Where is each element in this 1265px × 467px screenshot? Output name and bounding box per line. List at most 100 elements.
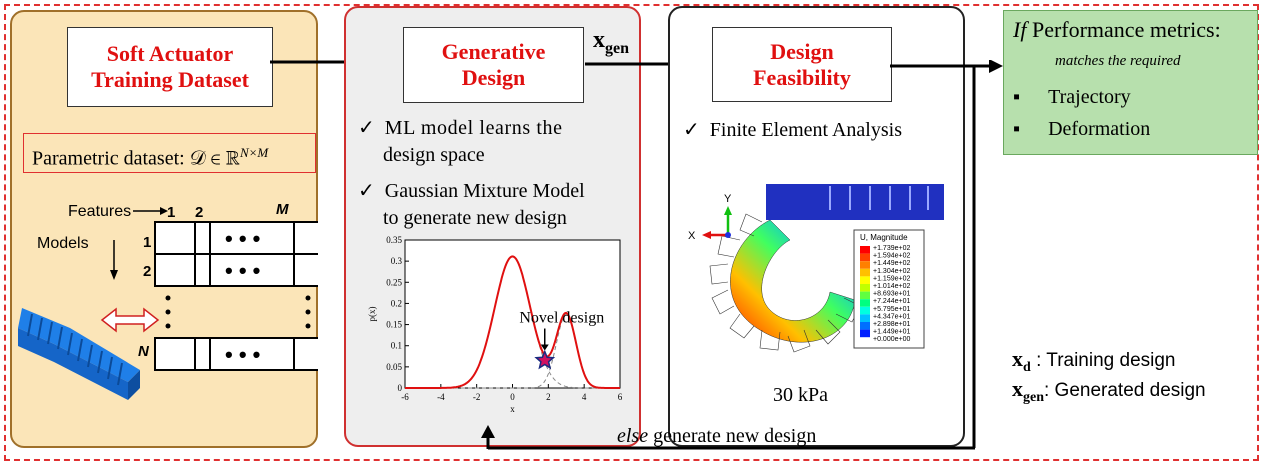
- bullet2-line1: Gaussian Mixture Model: [384, 180, 585, 202]
- legend-value: +1.449e+01: [873, 329, 910, 336]
- legend-swatch: [860, 314, 870, 322]
- generative-title-box[interactable]: Generative Design: [403, 27, 584, 103]
- feedback-else: else: [617, 425, 649, 447]
- legend-value: +1.014e+02: [873, 283, 910, 290]
- feature-col-M: M: [276, 201, 289, 218]
- xgen-label: xgen: [593, 27, 629, 58]
- y-tick-label: 0.2: [391, 298, 402, 308]
- x-tick-label: -4: [437, 392, 445, 402]
- y-tick-label: 0.25: [386, 277, 402, 287]
- matrix-dots-row2: • • •: [225, 258, 260, 283]
- legend-xd: xd : Training design: [1012, 346, 1176, 376]
- matrix-grid: [154, 221, 318, 371]
- legend-xgen-text: : Generated design: [1044, 380, 1206, 401]
- bullet-icon: ▪: [1013, 86, 1021, 108]
- generative-bullet-1: ✓ ML model learns the design space: [358, 115, 643, 169]
- check-icon: ✓: [358, 117, 375, 139]
- feasibility-title-line2: Feasibility: [753, 64, 851, 90]
- legend-value: +0.000e+00: [873, 336, 910, 343]
- x-tick-label: 0: [510, 392, 515, 402]
- legend-swatch: [860, 299, 870, 307]
- annotation-arrowhead: [540, 344, 549, 351]
- generative-title-line2: Design: [461, 65, 526, 90]
- model-row-1: 1: [143, 234, 151, 251]
- novel-design-annotation: Novel design: [519, 310, 604, 327]
- metric-item-trajectory: ▪ Trajectory: [1013, 86, 1131, 109]
- feedback-arrow: [481, 425, 975, 450]
- y-tick-label: 0.3: [391, 256, 403, 266]
- legend-xgen: xgen: Generated design: [1012, 376, 1206, 406]
- arrow-to-metrics: [890, 60, 1003, 448]
- y-tick-label: 0.1: [391, 341, 402, 351]
- axis-triad-icon: [702, 206, 732, 239]
- generative-bullet-2: ✓ Gaussian Mixture Model to generate new…: [358, 178, 643, 232]
- legend-value: +1.159e+02: [873, 275, 910, 282]
- matrix-dots-row1: • • •: [225, 226, 260, 251]
- dataset-matrix-diagram: • • • • • • • • • Features 1 2 M Models …: [18, 201, 318, 400]
- legend-swatch: [860, 246, 870, 254]
- bullet-icon: ▪: [1013, 118, 1021, 140]
- vertical-dots: [165, 295, 311, 329]
- legend-value: +1.449e+02: [873, 260, 910, 267]
- legend-swatch: [860, 329, 870, 338]
- xgen-sub: gen: [605, 39, 629, 57]
- models-label: Models: [37, 235, 89, 252]
- dataset-title-line1: Soft Actuator: [106, 41, 234, 66]
- legend-value: +1.739e+02: [873, 245, 910, 252]
- dataset-title-box[interactable]: Soft Actuator Training Dataset: [67, 27, 273, 107]
- param-label-text: Parametric dataset: 𝒟 ∈ ℝ: [32, 147, 240, 170]
- check-icon: ✓: [683, 119, 700, 141]
- metric-label: Deformation: [1048, 118, 1151, 140]
- legend-xd-text: : Training design: [1030, 350, 1176, 371]
- mixture-curve: [405, 255, 620, 389]
- feasibility-title-line1: Design: [770, 38, 834, 64]
- pressure-label: 30 kPa: [773, 384, 828, 407]
- legend-value: +8.693e+01: [873, 291, 910, 298]
- soft-actuator-icon: [18, 308, 140, 400]
- model-row-2: 2: [143, 263, 151, 280]
- legend-swatch: [860, 268, 870, 277]
- bullet1-line2: design space: [383, 144, 485, 166]
- legend-xgen-symbol: x: [1012, 376, 1023, 401]
- metric-label: Trajectory: [1048, 86, 1131, 108]
- feasibility-title-box[interactable]: Design Feasibility: [712, 27, 892, 102]
- fea-color-legend: U, Magnitude +1.739e+02+1.594e+02+1.449e…: [853, 229, 925, 349]
- fea-beam: [766, 184, 944, 220]
- feature-col-2: 2: [195, 204, 203, 221]
- legend-value: +2.898e+01: [873, 321, 910, 328]
- legend-value: +7.244e+01: [873, 298, 910, 305]
- double-arrow-icon: [100, 307, 160, 333]
- parametric-dataset-label: Parametric dataset: 𝒟 ∈ ℝN×M: [23, 133, 316, 173]
- legend-swatch: [860, 253, 870, 262]
- x-tick-label: 6: [618, 392, 623, 402]
- metrics-if: If: [1013, 17, 1027, 42]
- novel-design-star: [534, 349, 556, 370]
- legend-swatch: [860, 322, 870, 330]
- y-tick-label: 0.35: [386, 235, 402, 245]
- generative-title-line1: Generative: [441, 39, 546, 64]
- bullet1-line1: ML model learns the: [384, 117, 563, 139]
- matrix-dots-rowN: • • •: [225, 342, 260, 367]
- x-axis-label: x: [510, 404, 515, 414]
- fea-visualization: Y X U, Magnitude +1.739e+02+1.594e+02+1.…: [688, 184, 944, 353]
- legend-value: +4.347e+01: [873, 313, 910, 320]
- legend-xd-sub: d: [1023, 359, 1031, 375]
- metrics-title: If Performance metrics:: [1013, 17, 1221, 43]
- metrics-title-text: Performance metrics:: [1026, 17, 1221, 42]
- pressure-text: 30 kPa: [773, 384, 828, 406]
- feasibility-bullet-1: ✓ Finite Element Analysis: [683, 117, 963, 144]
- model-row-N: N: [138, 343, 150, 360]
- metrics-subtitle: matches the required: [1055, 53, 1181, 69]
- y-tick-label: 0: [398, 383, 403, 393]
- axis-y-label: Y: [724, 193, 732, 205]
- feedback-label: else generate new design: [617, 425, 816, 448]
- check-icon: ✓: [358, 180, 375, 202]
- bullet2-line2: to generate new design: [383, 207, 567, 229]
- legend-swatch: [860, 291, 870, 300]
- legend-value: +1.594e+02: [873, 253, 910, 260]
- legend-swatch: [860, 284, 870, 292]
- param-label-sup: N×M: [239, 145, 269, 160]
- legend-value: +5.795e+01: [873, 306, 910, 313]
- y-tick-label: 0.05: [386, 362, 402, 372]
